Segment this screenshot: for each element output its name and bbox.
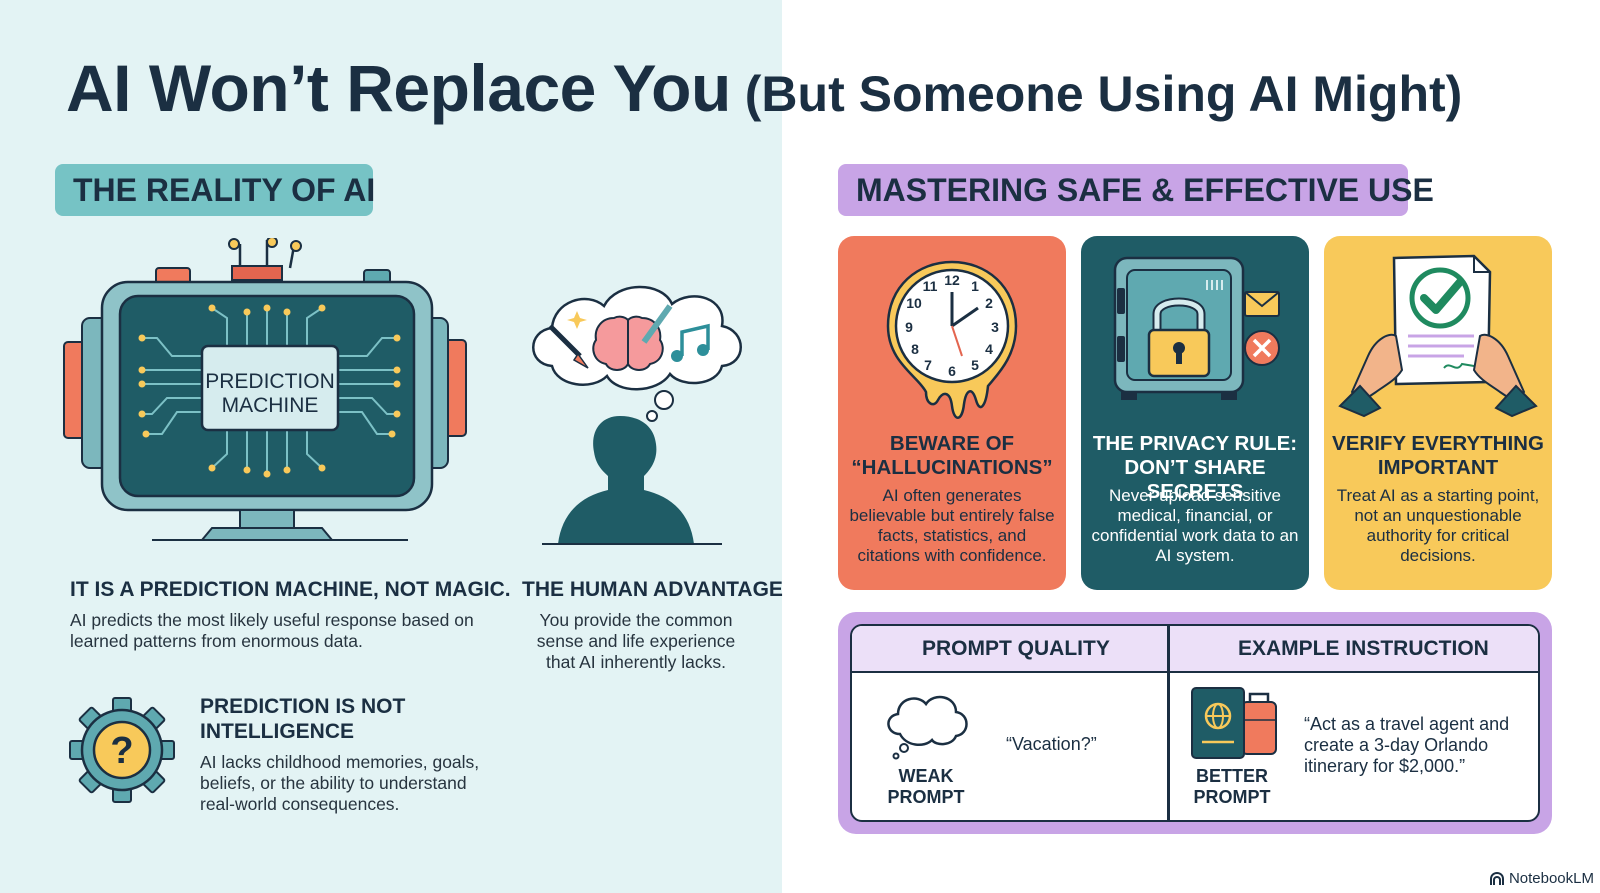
section-heading-mastering: MASTERING SAFE & EFFECTIVE USE (838, 164, 1434, 216)
svg-text:11: 11 (923, 278, 938, 294)
card-hallucinations-text: AI often generates believable but entire… (849, 486, 1055, 565)
page-title: AI Won’t Replace You(But Someone Using A… (66, 50, 1462, 126)
svg-text:?: ? (110, 730, 133, 772)
card-verify-text: Treat AI as a starting point, not an unq… (1336, 486, 1540, 565)
svg-text:6: 6 (948, 363, 956, 379)
notebooklm-brand: NotebookLM (1489, 870, 1594, 887)
prompt-quality-table: PROMPT QUALITY EXAMPLE INSTRUCTION WEAK … (838, 612, 1552, 834)
weak-prompt-text: “Vacation?” (1006, 734, 1097, 754)
svg-text:8: 8 (911, 341, 919, 357)
locked-safe-icon (1113, 256, 1280, 400)
card-privacy: THE PRIVACY RULE: DON’T SHARE SECRETS Ne… (1081, 236, 1309, 590)
notebooklm-logo-icon (1489, 871, 1504, 885)
title-main: AI Won’t Replace You (66, 51, 731, 125)
card-hallucinations-title: BEWARE OF “HALLUCINATIONS” (851, 432, 1053, 479)
prediction-machine-title: IT IS A PREDICTION MACHINE, NOT MAGIC. (70, 578, 511, 601)
prompt-table-col2: EXAMPLE INSTRUCTION (1238, 637, 1489, 660)
question-gear-icon: ? (69, 697, 175, 803)
prediction-not-intelligence-title: PREDICTION IS NOT INTELLIGENCE (200, 695, 406, 743)
weak-prompt-label: WEAK PROMPT (887, 766, 965, 807)
human-advantage-text: You provide the common sense and life ex… (536, 610, 736, 672)
title-sub: (But Someone Using AI Might) (744, 66, 1463, 122)
prompt-table-divider (1167, 626, 1170, 820)
svg-text:5: 5 (971, 357, 979, 373)
svg-text:1: 1 (971, 278, 979, 294)
human-thought-icon (532, 285, 742, 545)
card-privacy-title: THE PRIVACY RULE: DON’T SHARE SECRETS (1092, 432, 1298, 503)
passport-luggage-icon (1191, 687, 1277, 759)
footer-brand-text: NotebookLM (1508, 870, 1594, 887)
svg-text:4: 4 (985, 341, 993, 357)
svg-text:2: 2 (985, 295, 993, 311)
chip-label: PREDICTION MACHINE (205, 370, 335, 417)
svg-text:10: 10 (906, 295, 922, 311)
prompt-table-col1: PROMPT QUALITY (922, 637, 1110, 660)
svg-text:7: 7 (924, 357, 932, 373)
card-privacy-text: Never upload sensitive medical, financia… (1091, 486, 1299, 565)
human-advantage-title: THE HUMAN ADVANTAGE (522, 578, 783, 601)
svg-text:9: 9 (905, 319, 913, 335)
svg-text:12: 12 (944, 272, 960, 288)
prediction-machine-text: AI predicts the most likely useful respo… (70, 610, 474, 651)
cloud-icon (887, 695, 968, 760)
card-verify-title: VERIFY EVERYTHING IMPORTANT (1332, 432, 1544, 479)
card-verify: VERIFY EVERYTHING IMPORTANT Treat AI as … (1324, 236, 1552, 590)
prompt-table-header (852, 626, 1538, 673)
section-heading-reality: THE REALITY OF AI (55, 164, 375, 216)
prediction-not-intelligence-text: AI lacks childhood memories, goals, beli… (200, 752, 480, 814)
better-prompt-label: BETTER PROMPT (1193, 766, 1271, 807)
checked-document-icon (1338, 254, 1538, 418)
prompt-table-body: PROMPT QUALITY EXAMPLE INSTRUCTION WEAK … (850, 624, 1540, 822)
better-prompt-text: “Act as a travel agent and create a 3-da… (1304, 714, 1510, 776)
svg-text:3: 3 (991, 319, 999, 335)
prediction-machine-icon (63, 238, 467, 541)
